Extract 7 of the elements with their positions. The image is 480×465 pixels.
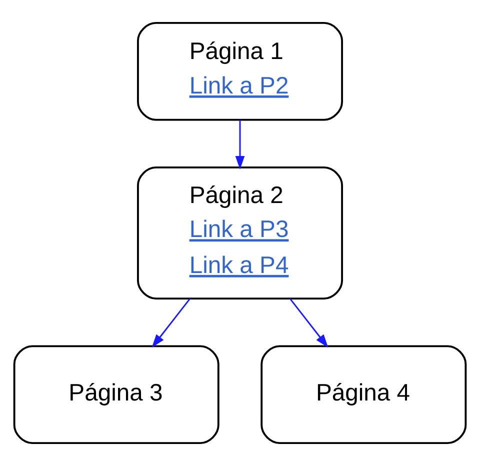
arrow (235, 120, 245, 169)
arrow (152, 298, 191, 348)
node-box: Página 2 Link a P3 Link a P4 (137, 166, 343, 300)
node-box: Página 1 Link a P2 (137, 22, 343, 120)
arrow (289, 298, 328, 348)
node-box: Página 3 (13, 344, 220, 444)
node-box: Página 4 (260, 344, 467, 444)
